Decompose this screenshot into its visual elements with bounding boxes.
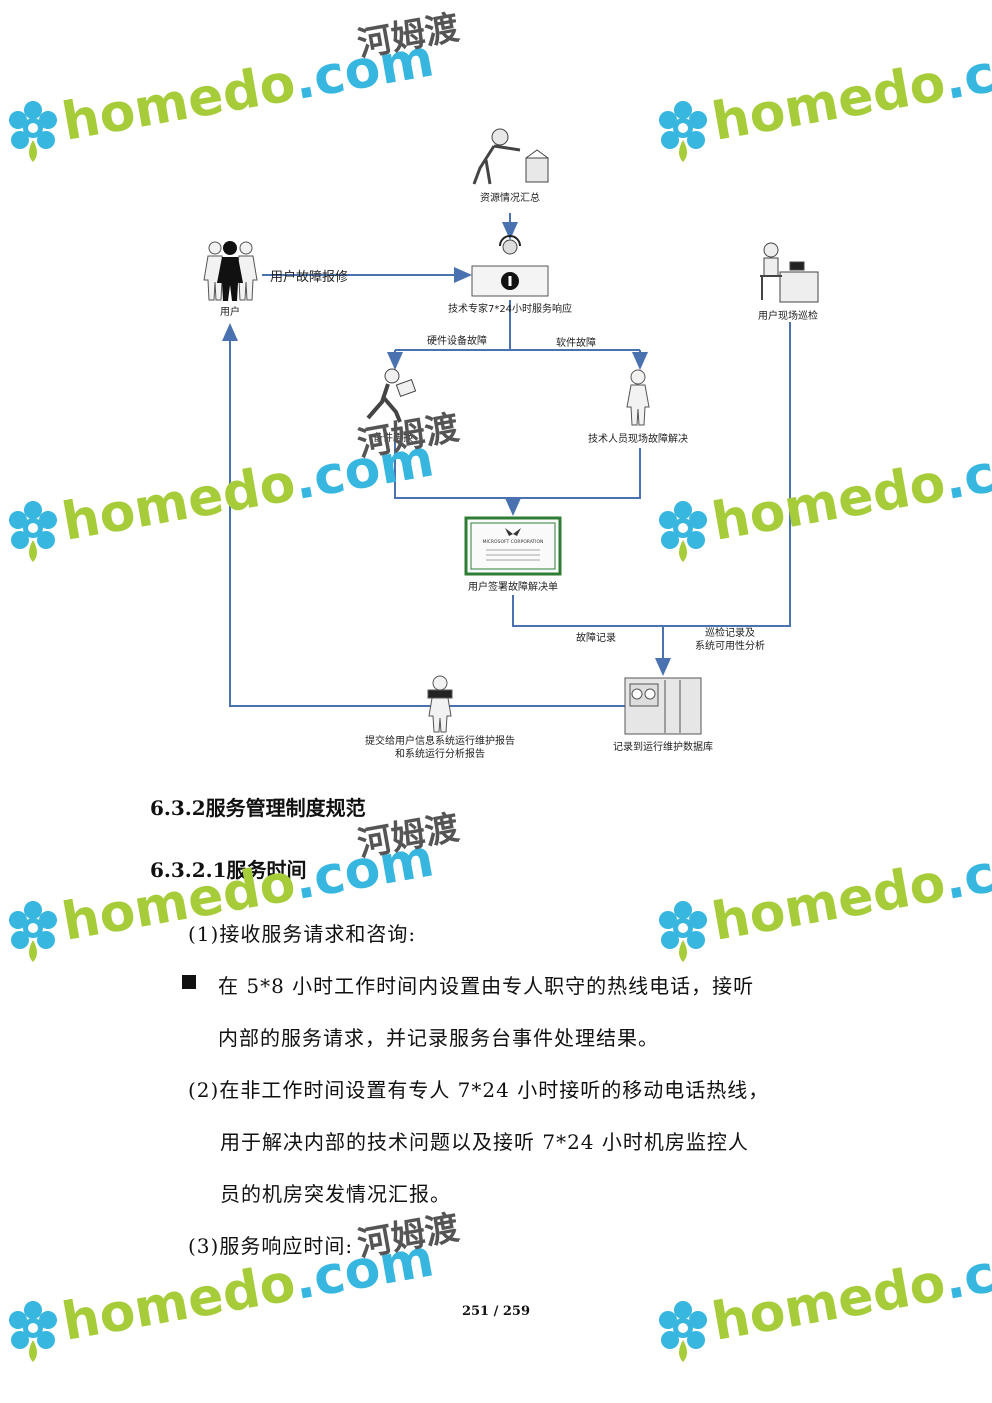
label-inspection-record-2: 系统可用性分析 xyxy=(695,639,765,652)
section-heading: 6.3.2服务管理制度规范 xyxy=(150,796,366,820)
paragraph-item-2-line-3: 员的机房突发情况汇报。 xyxy=(220,1182,451,1206)
watermark-cn-text: 河姆渡 xyxy=(355,1208,462,1265)
label-fault-record: 故障记录 xyxy=(576,631,616,644)
label-inspection-record-1: 巡检记录及 xyxy=(705,626,755,639)
label-user: 用户 xyxy=(220,305,240,318)
label-hardware-fault: 硬件设备故障 xyxy=(427,334,487,347)
bullet-text-line-1: 在 5*8 小时工作时间内设置由专人职守的热线电话，接听 xyxy=(218,974,755,998)
label-submit-report-1: 提交给用户信息系统运行维护报告 xyxy=(365,734,515,747)
paragraph-item-2-line-2: 用于解决内部的技术问题以及接听 7*24 小时机房监控人 xyxy=(220,1130,749,1154)
inspector-at-desk-icon xyxy=(760,242,819,303)
help-desk-expert-icon xyxy=(471,235,549,297)
certificate-icon: MICROSOFT CORPORATION xyxy=(464,516,562,576)
bullet-text-line-2: 内部的服务请求，并记录服务台事件处理结果。 xyxy=(218,1026,659,1050)
flow-connectors xyxy=(222,213,791,707)
paragraph-item-3: (3)服务响应时间: xyxy=(188,1234,354,1258)
subsection-heading: 6.3.2.1服务时间 xyxy=(150,858,307,882)
flower-logo-icon xyxy=(9,901,57,962)
person-with-reports-icon xyxy=(427,675,453,733)
label-submit-report-2: 和系统运行分析报告 xyxy=(395,747,485,760)
label-software-fault: 软件故障 xyxy=(556,336,596,349)
user-group-icon xyxy=(203,241,258,301)
label-user-report: 用户故障报修 xyxy=(270,269,348,285)
label-resource-summary: 资源情况汇总 xyxy=(480,191,540,204)
watermark-cn-text: 河姆渡 xyxy=(355,808,462,865)
worker-with-box-icon xyxy=(472,128,549,185)
label-parts-replace: 备件更换 xyxy=(373,431,413,444)
label-user-sign: 用户签署故障解决单 xyxy=(468,580,558,593)
service-flow-diagram: 资源情况汇总 用户 用户故障报修 技术专家7*24小时服务响应 xyxy=(203,128,819,760)
label-record-db: 记录到运行维护数据库 xyxy=(613,740,713,753)
watermark-homedo: homedo.com xyxy=(659,828,992,962)
technician-icon xyxy=(626,369,650,426)
watermark-homedo: homedo.com xyxy=(659,1228,992,1362)
certificate-corp-text: MICROSOFT CORPORATION xyxy=(483,539,544,545)
watermark-homedo-text: homedo.com xyxy=(708,828,992,952)
page-number: 251 / 259 xyxy=(461,1304,531,1319)
paragraph-item-1: (1)接收服务请求和咨询: xyxy=(188,922,417,946)
database-server-icon xyxy=(624,677,702,735)
paragraph-item-2-line-1: (2)在非工作时间设置有专人 7*24 小时接听的移动电话热线， xyxy=(188,1078,770,1102)
flower-logo-icon xyxy=(659,901,707,962)
bullet-square-icon xyxy=(182,975,196,989)
label-tech-onsite: 技术人员现场故障解决 xyxy=(588,432,688,445)
watermark-homedo-text: homedo.com xyxy=(708,1228,992,1352)
label-onsite-inspection: 用户现场巡检 xyxy=(758,309,818,322)
running-technician-icon xyxy=(366,368,417,423)
label-expert-response: 技术专家7*24小时服务响应 xyxy=(448,302,572,315)
